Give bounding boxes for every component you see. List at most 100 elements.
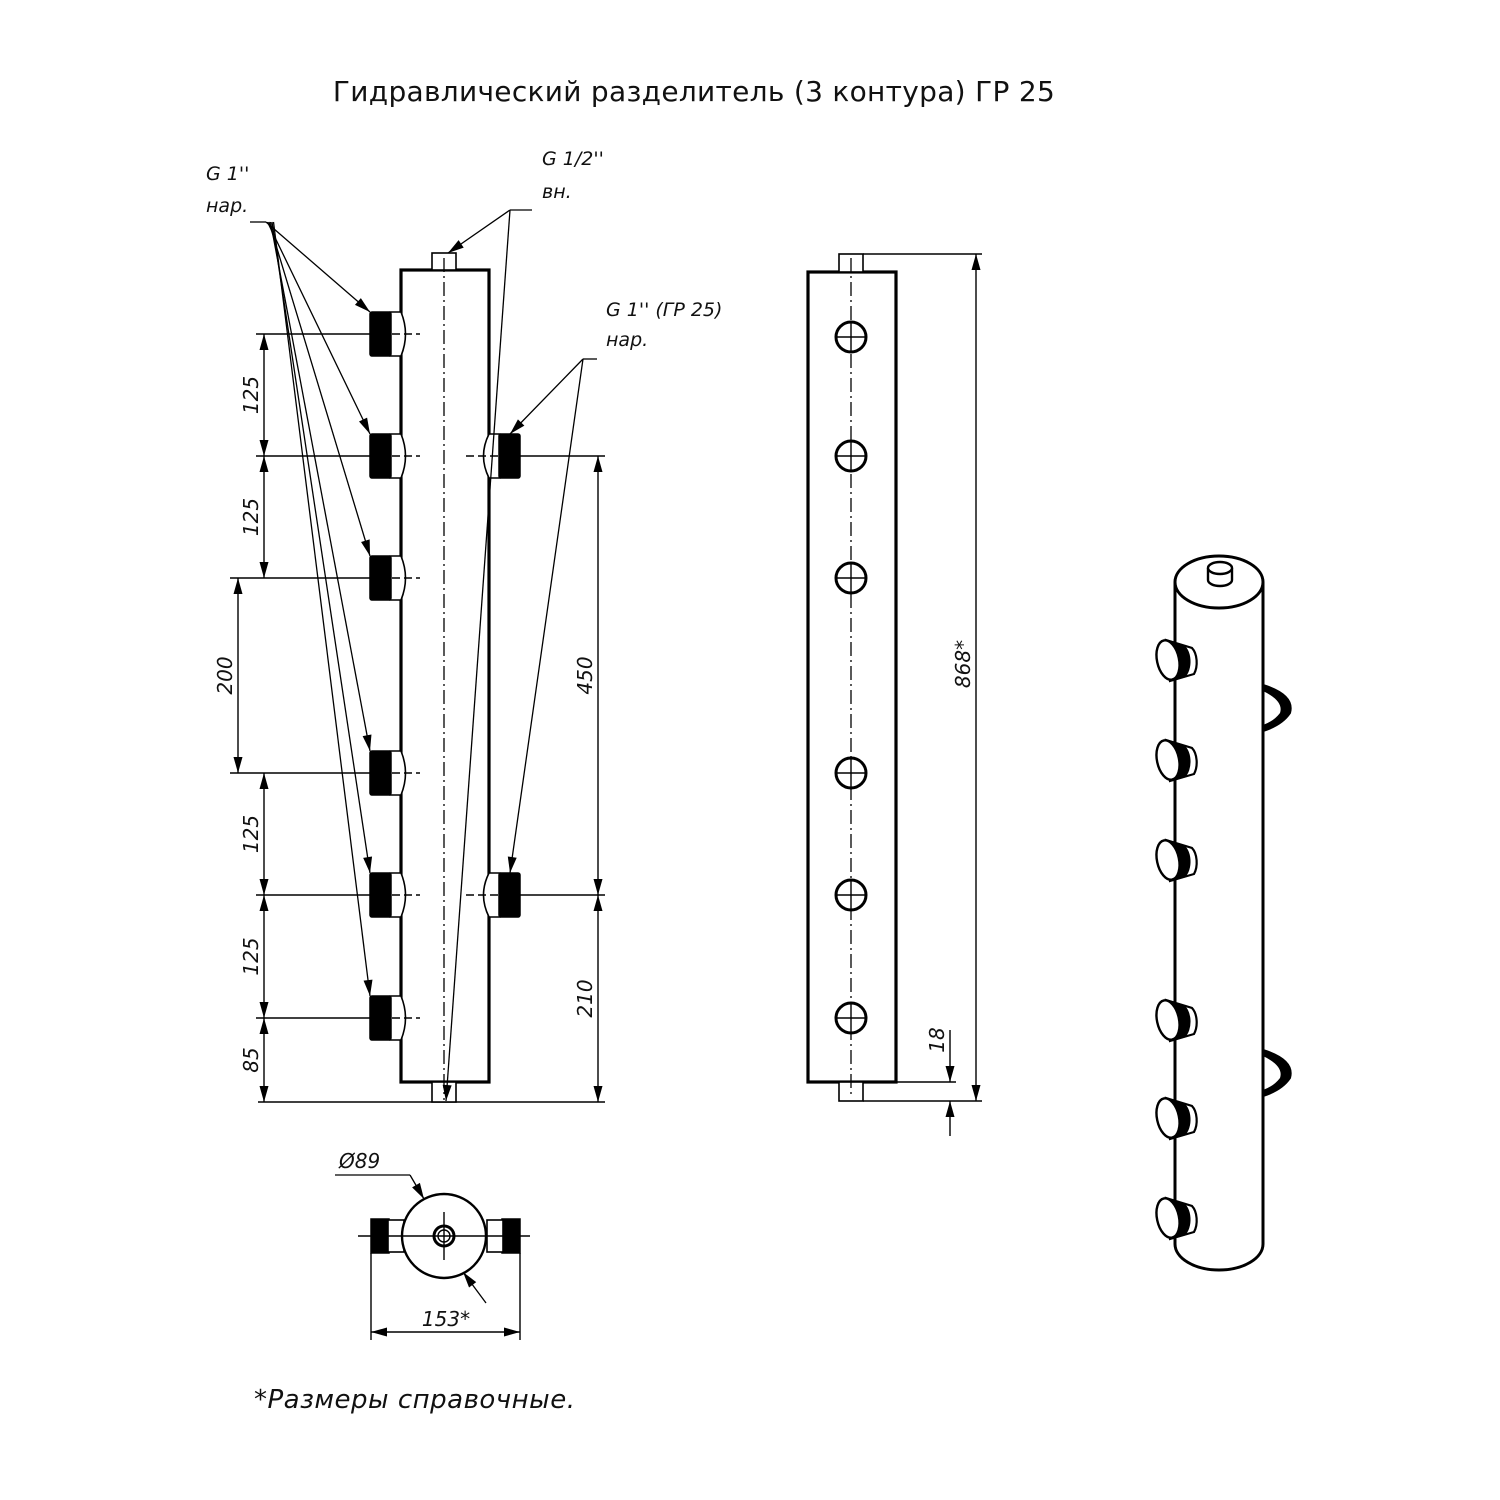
dimension-value: 125 (239, 376, 263, 414)
port-face (1155, 1197, 1181, 1239)
dimension-value: 450 (573, 656, 597, 694)
arrowhead (233, 578, 243, 594)
leader-line (509, 358, 584, 435)
label-right-ports-thread: G 1'' (ГР 25) (606, 299, 722, 321)
leader-line (271, 221, 371, 874)
leader-lines-left-ports (250, 221, 375, 997)
arrowhead (259, 456, 269, 472)
port-face (1155, 739, 1181, 781)
label-top-bottom-ports-thread: G 1/2'' (542, 148, 604, 170)
port-face (1155, 839, 1181, 881)
top-view: Ø89 153* (335, 1149, 530, 1340)
label-top-bottom-ports: G 1/2'' вн. (542, 148, 604, 203)
label-left-ports-thread: G 1'' (206, 163, 249, 185)
arrowhead (363, 979, 375, 997)
arrowhead (259, 879, 269, 895)
arrowhead (593, 456, 603, 472)
iso-right-port (1262, 684, 1292, 732)
top-view-width-dimension: 153* (370, 1253, 521, 1340)
dimension-left-3: 125 (239, 773, 269, 895)
leader-line (269, 221, 371, 752)
iso-right-port (1262, 1049, 1292, 1097)
side-port (834, 1001, 868, 1035)
front-left-port (369, 750, 420, 796)
iso-right-ports (1262, 684, 1292, 1097)
arrowhead (259, 1086, 269, 1102)
dimension-left-2: 200 (213, 578, 243, 773)
iso-left-port (1155, 998, 1198, 1043)
side-port (834, 878, 868, 912)
isometric-view (1155, 554, 1292, 1272)
arrowhead (361, 539, 375, 558)
front-left-ports (369, 311, 420, 1041)
arrowhead (259, 1018, 269, 1034)
port-face (1263, 1056, 1281, 1090)
dimension-value: 125 (239, 498, 263, 536)
label-right-ports-type: нар. (606, 329, 648, 351)
label-right-ports: G 1'' (ГР 25) нар. (606, 299, 722, 351)
leader-line (265, 221, 371, 313)
iso-left-port (1155, 838, 1198, 883)
side-port (834, 561, 868, 595)
arrowhead (593, 1086, 603, 1102)
dimension-left-5: 85 (239, 1018, 269, 1102)
dimension-overall-width: 153* (422, 1307, 470, 1331)
leader-lines-top-bottom-ports (441, 209, 532, 1102)
arrowhead (505, 856, 517, 874)
iso-left-port (1155, 1196, 1198, 1241)
dimension-left-4: 125 (239, 895, 269, 1018)
dimension-left-1: 125 (239, 456, 269, 578)
side-body (806, 270, 898, 1084)
drawing-title: Гидравлический разделитель (3 контура) Г… (333, 75, 1055, 108)
dimension-diameter: Ø89 (338, 1149, 380, 1173)
leader-line (445, 209, 511, 1102)
port-face (1155, 999, 1181, 1041)
arrowhead (259, 773, 269, 789)
front-left-port (369, 555, 420, 601)
arrowhead (593, 879, 603, 895)
port-face (1155, 1097, 1181, 1139)
arrowhead (358, 417, 375, 436)
footnote: *Размеры справочные. (254, 1385, 575, 1415)
front-body (399, 268, 491, 1084)
side-port (834, 756, 868, 790)
iso-left-port (1155, 1096, 1198, 1141)
side-ports (834, 320, 868, 1035)
front-left-port (369, 311, 420, 357)
dimension-value: 210 (573, 979, 597, 1017)
arrowhead (233, 757, 243, 773)
dimension-value: 200 (213, 656, 237, 694)
leader-line (272, 221, 371, 997)
iso-body (1173, 582, 1265, 1272)
label-top-bottom-ports-type: вн. (542, 181, 572, 203)
dimension-left-0: 125 (239, 334, 269, 456)
front-right-ports (466, 433, 521, 918)
arrowhead (363, 856, 375, 874)
label-left-ports-type: нар. (206, 195, 248, 217)
iso-left-port (1155, 738, 1198, 783)
side-port (834, 320, 868, 354)
arrowhead (259, 562, 269, 578)
side-port (834, 439, 868, 473)
iso-left-ports (1155, 638, 1198, 1241)
front-view: 125 125 200 125 125 85 450 210 (213, 209, 605, 1103)
dimension-nipple-height: 18 (925, 1027, 949, 1052)
side-dimension-nipple: 18 (896, 1027, 956, 1136)
dimension-right-1: 210 (573, 895, 603, 1102)
dimension-value: 125 (239, 937, 263, 975)
leader-lines-right-ports (505, 358, 597, 874)
front-right-port (466, 872, 521, 918)
dimension-value: 85 (239, 1047, 263, 1072)
top-view-diameter-leader: Ø89 (335, 1149, 487, 1304)
leader-line (268, 221, 371, 557)
port-face (1263, 691, 1281, 725)
arrowhead (259, 440, 269, 456)
iso-left-port (1155, 638, 1198, 683)
arrowhead (593, 895, 603, 911)
front-left-port (369, 433, 420, 479)
side-view: 868* 18 (806, 253, 982, 1136)
port-face (1155, 639, 1181, 681)
side-dimension-overall: 868* (863, 253, 982, 1102)
leader-line (509, 358, 584, 874)
